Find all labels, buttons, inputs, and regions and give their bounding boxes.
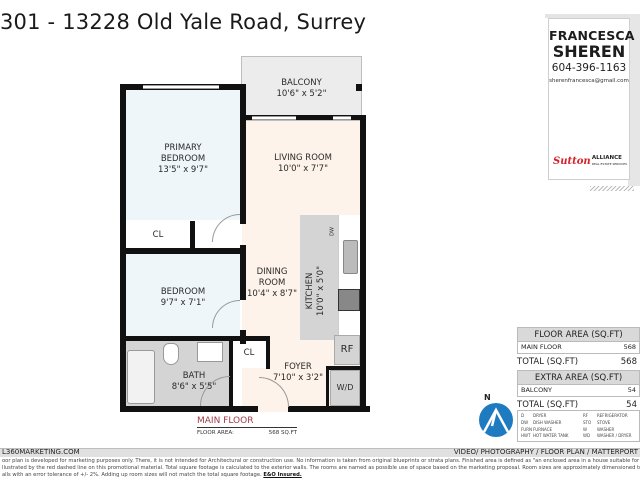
refrigerator-area (334, 335, 360, 365)
dishwasher-label: DW (329, 227, 336, 236)
compass-north-label: N (484, 393, 491, 402)
closet-2-label: CL (243, 348, 255, 358)
agent-phone: 604-396-1163 (551, 62, 627, 74)
compass: N (478, 393, 518, 443)
sutton-logo: Sutton (553, 155, 591, 167)
disclaimer: oor plan is developed for marketing purp… (2, 458, 640, 478)
floor-area-label: FLOOR AREA: (197, 430, 234, 436)
kitchen-wall-counter (338, 215, 360, 340)
kitchen-counter (300, 215, 338, 340)
wall-west (120, 84, 126, 410)
window-living (333, 116, 351, 120)
sink (197, 342, 223, 362)
wall-bedroom-divider (120, 248, 242, 254)
floor-caption: MAIN FLOOR FLOOR AREA: 568 SQ.FT (197, 416, 297, 436)
floor-area-header: FLOOR AREA (SQ.FT) (517, 327, 640, 342)
wall-bath-north (120, 336, 270, 341)
bathtub (127, 350, 155, 404)
agent-email: sherenfrancesca@gmail.com (549, 78, 629, 84)
washer-dryer-area (330, 370, 360, 406)
extra-area-header: EXTRA AREA (SQ.FT) (517, 370, 640, 385)
footer-bar (0, 448, 640, 457)
wall-wd-north (326, 366, 366, 370)
footer-website[interactable]: L360MARKETING.COM (2, 448, 80, 456)
balcony-door-fixed (252, 116, 296, 120)
primary-bedroom-area (126, 90, 240, 220)
wall-wd-west (326, 366, 329, 410)
page-title: 301 - 13228 Old Yale Road, Surrey (0, 10, 367, 34)
wall-north-living (240, 115, 366, 120)
toilet (163, 343, 179, 365)
sign-post (628, 14, 640, 186)
wall-east (360, 115, 366, 412)
sign-bar (545, 14, 640, 18)
stove (338, 289, 360, 311)
footer-services: VIDEO/ PHOTOGRAPHY / FLOOR PLAN / MATTER… (453, 448, 638, 456)
floor-name: MAIN FLOOR (197, 416, 297, 428)
extra-area-total: TOTAL (SQ.FT)54 (517, 400, 637, 410)
closet-1-label: CL (152, 230, 164, 240)
wall-closet-1 (190, 221, 195, 249)
wall-closet-2-east (266, 336, 270, 369)
floor-area-total: TOTAL (SQ.FT)568 (517, 357, 637, 367)
floor-area-value: 568 SQ.FT (268, 430, 297, 436)
entry-door-gap (258, 406, 288, 412)
wall-bath-east (229, 336, 233, 406)
refrigerator-label: RF (340, 344, 354, 355)
wall-bedroom-east-mid (240, 245, 246, 300)
wall-bedroom-east-top (240, 84, 246, 224)
washer-dryer-label: W/D (336, 383, 354, 392)
sign-shadow-hatch (590, 186, 634, 191)
wall-south (120, 406, 370, 412)
closet-2-area (232, 341, 268, 368)
compass-icon (479, 403, 513, 437)
agent-last-name: SHEREN (552, 42, 626, 61)
eo-insured: E&O Insured. (263, 472, 302, 478)
closet-1-area (126, 221, 190, 248)
window-primary-bedroom (143, 85, 219, 89)
agent-sign: FRANCESCA SHEREN 604-396-1163 sherenfran… (548, 18, 635, 180)
kitchen-sink (343, 240, 358, 274)
agent-first-name: FRANCESCA (549, 28, 635, 43)
balcony-post (356, 84, 362, 91)
